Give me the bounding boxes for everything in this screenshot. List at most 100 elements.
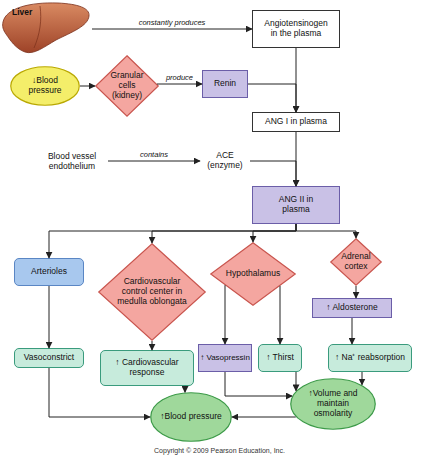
outcome-ellipse: ↑Blood pressure [150,392,232,442]
response-box: ↑ Na⁺ reabsorption [328,344,412,372]
arrow-connector [253,224,296,242]
node-content: Vasoconstrict [24,353,74,363]
node-content: ↑Volume and maintain osmolarity [302,389,364,418]
node-content: Granular cells (kidney) [104,71,150,100]
node-text: Arterioles [31,267,67,277]
node-content: ANG I in plasma [265,117,327,127]
process-box: Angiotensinogen in the plasma [252,10,340,48]
node-text: ↓Blood pressure [17,76,73,96]
node-content: Cardiovascular control center in medulla… [114,277,190,306]
arrow-connector [108,161,200,162]
gland-diamond: Adrenal cortex [330,238,382,286]
node-text: ↑Blood pressure [160,412,222,422]
response-box: ↑ Thirst [258,344,302,372]
node-text: Hypothalamus [221,269,285,279]
node-text: Blood vessel endothelium [36,152,108,172]
hormone-box: ↑ Aldosterone [312,298,392,318]
hormone-box: ↑ Vasopressin [198,344,252,372]
node-content: Renin [214,79,236,89]
hormone-box: ANG II in plasma [252,186,340,224]
node-content: Hypothalamus [221,269,285,279]
ellipse-shape [11,67,80,106]
outcome-ellipse: ↑Volume and maintain osmolarity [290,378,376,430]
node-content: ANG II in plasma [271,195,320,215]
node-text: Cardiovascular control center in medulla… [114,277,190,306]
arrow-connector [296,372,297,391]
node-text: Liver [12,8,32,18]
target-box: Arterioles [14,258,84,286]
liver-lobe-line [34,6,41,48]
node-content: ↑Blood pressure [160,412,222,422]
diamond-shape [211,243,296,306]
node-content: Arterioles [31,267,67,277]
arrow-connector [157,84,202,85]
node-text: Granular cells (kidney) [104,71,150,100]
node-content: Liver [12,8,32,18]
liver-organ: Liver [0,0,92,56]
edge-label: constantly produces [139,18,206,27]
node-content: ↑ Aldosterone [326,303,378,313]
diamond-shape [99,244,206,341]
diamond-shape [96,56,159,117]
cell-diamond: Granular cells (kidney) [95,55,159,117]
node-text: ANG I in plasma [265,117,327,127]
ellipse-shape [151,393,232,442]
arrow-connector [49,224,296,258]
arrow-connector [92,29,252,30]
node-text: ↑ Aldosterone [326,303,378,313]
arrow-connector [248,84,296,112]
hormone-box: Renin [202,70,248,98]
stimulus-ellipse: ↓Blood pressure [10,66,80,106]
node-content: Angiotensinogen in the plasma [263,19,329,39]
edge-label: produce [166,73,193,82]
enzyme-text: ACE (enzyme) [200,148,250,174]
response-box: ↑ Cardiovascular response [100,350,194,386]
node-content: ↑ Na⁺ reabsorption [335,353,405,363]
arrow-connector [225,372,292,396]
arrow-connector [352,318,353,344]
arrow-connector [296,132,297,186]
tissue-text: Blood vessel endothelium [36,150,108,174]
process-box: ANG I in plasma [252,112,340,132]
arrow-connector [232,417,296,418]
node-text: Angiotensinogen in the plasma [263,19,329,39]
arrow-connector [250,161,296,186]
node-content: Adrenal cortex [336,252,376,272]
node-content: ↑ Cardiovascular response [103,358,191,378]
response-box: Vasoconstrict [14,348,84,368]
node-text: ↑ Cardiovascular response [103,358,191,378]
node-text: Vasoconstrict [24,353,74,363]
edge-label: contains [140,150,168,159]
liver-illustration [3,3,89,53]
arrow-connector [356,286,357,298]
arrow-connector [185,386,186,392]
node-content: Blood vessel endothelium [36,152,108,172]
node-text: ANG II in plasma [271,195,320,215]
arrow-connector [49,368,150,417]
arrow-connector [362,372,363,385]
node-content: ↓Blood pressure [17,76,73,96]
control-diamond: Hypothalamus [210,242,296,306]
arrow-connector [80,86,95,87]
diamond-shape [331,239,382,286]
node-text: ↑Volume and maintain osmolarity [302,389,364,418]
arrow-connector [296,48,297,112]
arrow-connector [152,341,153,350]
node-text: ↑ Thirst [266,353,294,363]
arrow-connector [49,286,50,348]
node-text: Renin [214,79,236,89]
node-text: ACE (enzyme) [200,151,250,171]
node-text: ↑ Na⁺ reabsorption [335,353,405,363]
ellipse-shape [291,379,376,430]
arrow-connector [296,224,356,238]
copyright-note: Copyright © 2009 Pearson Education, Inc. [0,447,439,454]
node-text: Adrenal cortex [336,252,376,272]
arrow-connector [225,285,226,344]
node-content: ACE (enzyme) [200,151,250,171]
node-text: ↑ Vasopressin [200,353,250,362]
arrow-connector [280,286,281,344]
node-content: ↑ Vasopressin [200,353,250,362]
